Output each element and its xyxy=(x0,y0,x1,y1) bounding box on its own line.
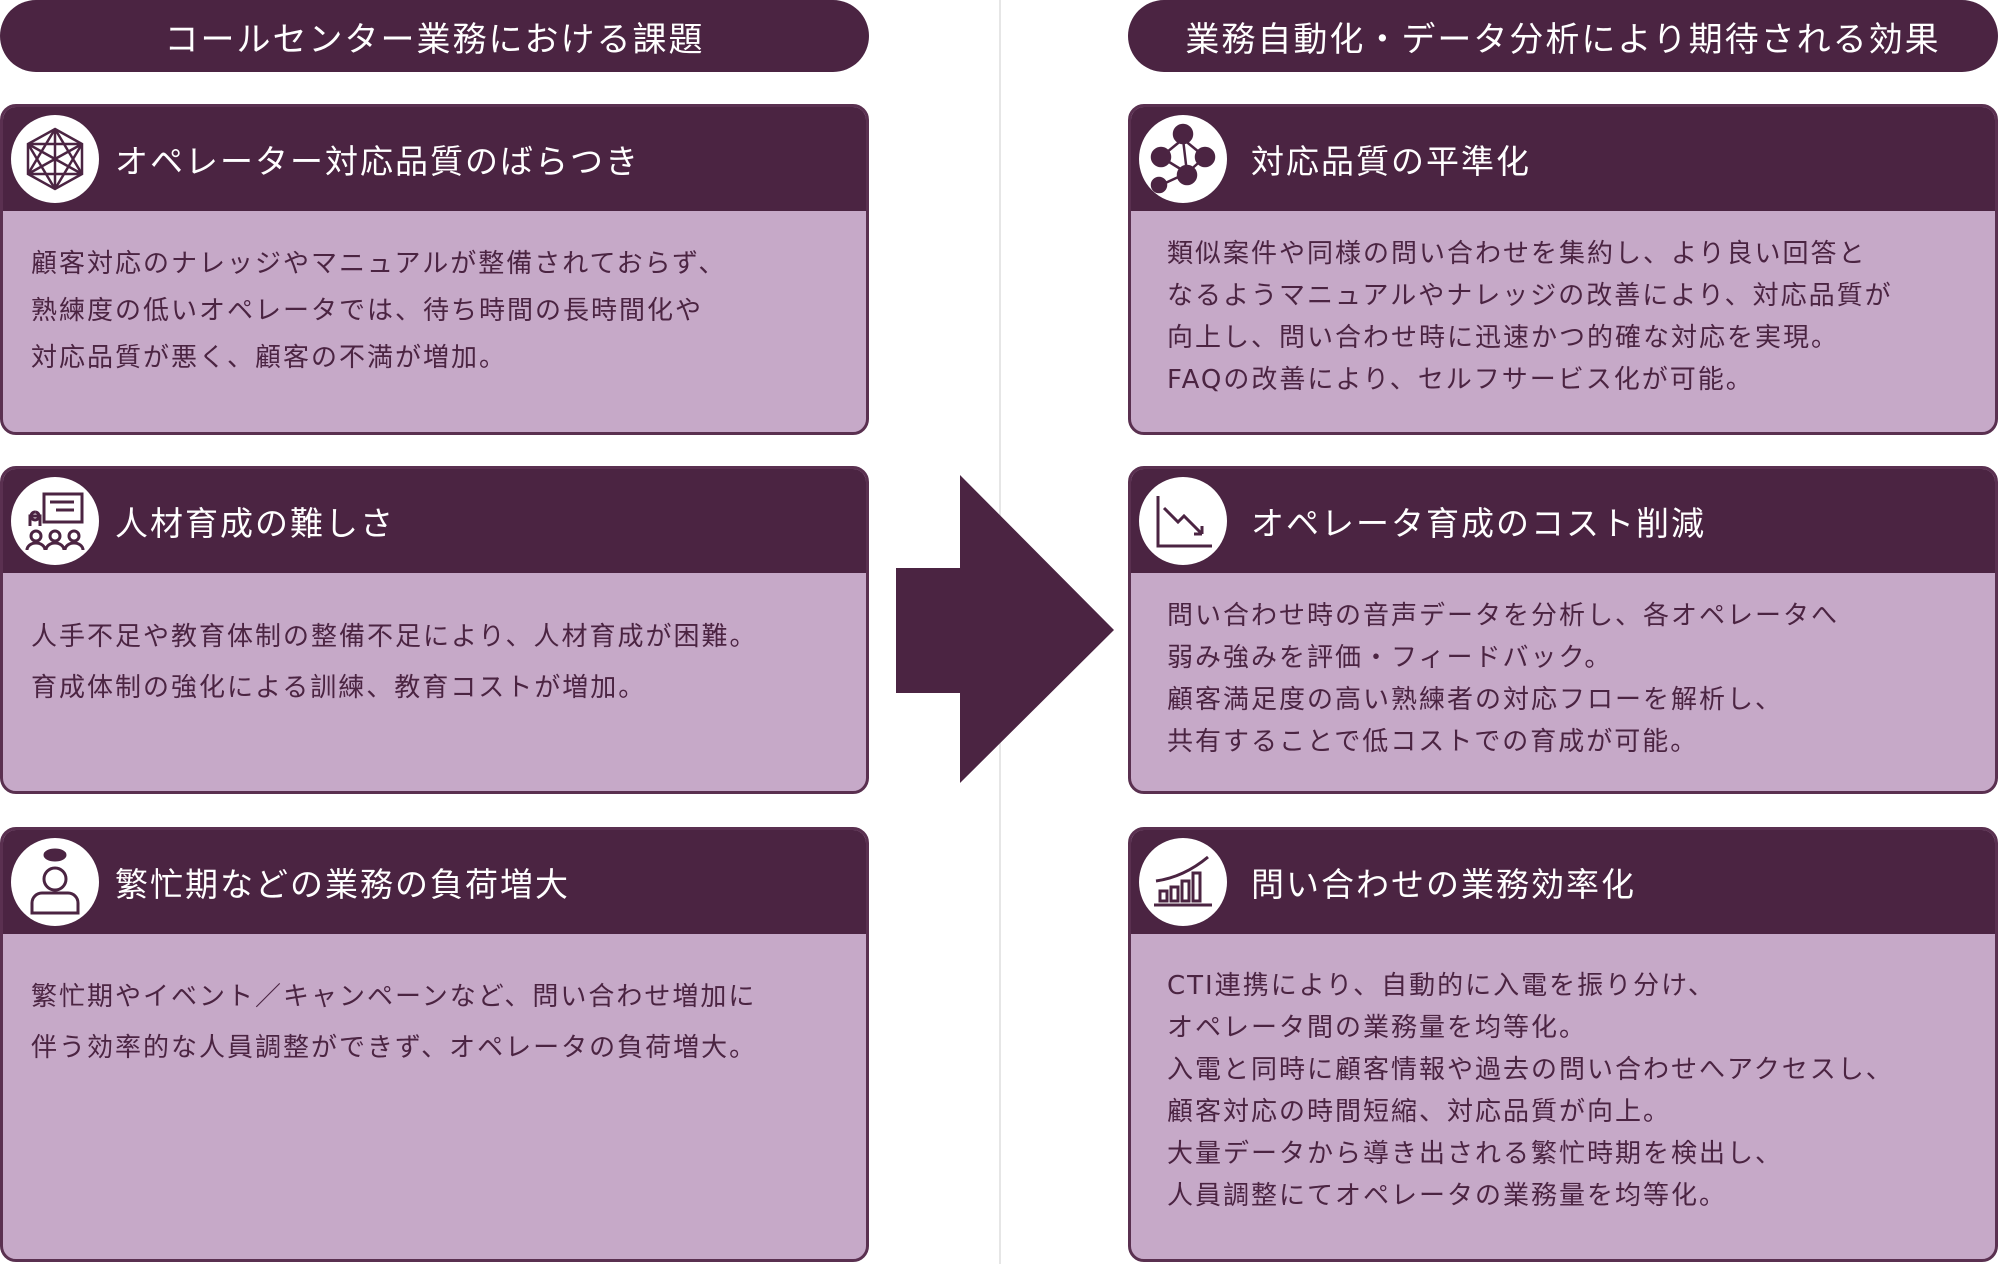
people-network-icon xyxy=(1139,115,1227,203)
card-title: 問い合わせの業務効率化 xyxy=(1251,865,1636,904)
body-line: 共有することで低コストでの育成が可能。 xyxy=(1167,727,1699,757)
body-line: 繁忙期やイベント／キャンペーンなど、問い合わせ増加に xyxy=(31,982,757,1012)
body-line: 向上し、問い合わせ時に迅速かつ的確な対応を実現。 xyxy=(1167,323,1840,353)
effects-header: 業務自動化・データ分析により期待される効果 xyxy=(1128,0,1998,72)
training-icon xyxy=(11,477,99,565)
body-line: 育成体制の強化による訓練、教育コストが増加。 xyxy=(31,673,647,703)
declining-chart-icon xyxy=(1139,477,1227,565)
challenge-card-training: 人材育成の難しさ 人手不足や教育体制の整備不足により、人材育成が困難。 育成体制… xyxy=(0,466,869,794)
body-line: なるようマニュアルやナレッジの改善により、対応品質が xyxy=(1167,281,1893,311)
card-body: 類似案件や同様の問い合わせを集約し、より良い回答と なるようマニュアルやナレッジ… xyxy=(1131,211,1995,401)
body-line: オペレータ間の業務量を均等化。 xyxy=(1167,1013,1588,1043)
body-line: 顧客満足度の高い熟練者の対応フローを解析し、 xyxy=(1167,685,1784,715)
challenges-header: コールセンター業務における課題 xyxy=(0,0,869,72)
network-icon xyxy=(11,115,99,203)
rising-bar-chart-icon xyxy=(1139,838,1227,926)
effect-card-quality: 対応品質の平準化 類似案件や同様の問い合わせを集約し、より良い回答と なるようマ… xyxy=(1128,104,1998,435)
effect-card-training-cost: オペレータ育成のコスト削減 問い合わせ時の音声データを分析し、各オペレータへ 弱… xyxy=(1128,466,1998,794)
body-line: 人手不足や教育体制の整備不足により、人材育成が困難。 xyxy=(31,622,758,652)
challenge-card-workload: 繁忙期などの業務の負荷増大 繁忙期やイベント／キャンペーンなど、問い合わせ増加に… xyxy=(0,827,869,1262)
body-line: CTI連携により、自動的に入電を振り分け、 xyxy=(1167,971,1716,1001)
body-line: 顧客対応のナレッジやマニュアルが整備されておらず、 xyxy=(31,249,727,279)
body-line: FAQの改善により、セルフサービス化が可能。 xyxy=(1167,365,1754,395)
right-arrow-icon xyxy=(896,475,1114,783)
card-title: 繁忙期などの業務の負荷増大 xyxy=(115,865,570,904)
card-title: 対応品質の平準化 xyxy=(1251,142,1531,181)
card-body: 繁忙期やイベント／キャンペーンなど、問い合わせ増加に 伴う効率的な人員調整ができ… xyxy=(3,934,866,1074)
body-line: 伴う効率的な人員調整ができず、オペレータの負荷増大。 xyxy=(31,1033,758,1063)
busy-person-icon xyxy=(11,838,99,926)
body-line: 入電と同時に顧客情報や過去の問い合わせへアクセスし、 xyxy=(1167,1055,1894,1085)
card-title: 人材育成の難しさ xyxy=(115,504,395,543)
card-title: オペレータ育成のコスト削減 xyxy=(1251,504,1706,543)
body-line: 問い合わせ時の音声データを分析し、各オペレータへ xyxy=(1167,601,1840,631)
body-line: 熟練度の低いオペレータでは、待ち時間の長時間化や xyxy=(31,296,704,326)
body-line: 人員調整にてオペレータの業務量を均等化。 xyxy=(1167,1181,1728,1211)
effect-card-efficiency: 問い合わせの業務効率化 CTI連携により、自動的に入電を振り分け、 オペレータ間… xyxy=(1128,827,1998,1262)
body-line: 対応品質が悪く、顧客の不満が増加。 xyxy=(31,343,508,373)
card-body: 問い合わせ時の音声データを分析し、各オペレータへ 弱み強みを評価・フィードバック… xyxy=(1131,573,1995,763)
challenge-card-quality: オペレーター対応品質のばらつき 顧客対応のナレッジやマニュアルが整備されておらず… xyxy=(0,104,869,435)
card-title: オペレーター対応品質のばらつき xyxy=(115,142,640,181)
body-line: 弱み強みを評価・フィードバック。 xyxy=(1167,643,1613,673)
card-body: 人手不足や教育体制の整備不足により、人材育成が困難。 育成体制の強化による訓練、… xyxy=(3,573,866,714)
body-line: 類似案件や同様の問い合わせを集約し、より良い回答と xyxy=(1167,239,1867,269)
card-body: 顧客対応のナレッジやマニュアルが整備されておらず、 熟練度の低いオペレータでは、… xyxy=(3,211,866,382)
body-line: 大量データから導き出される繁忙時期を検出し、 xyxy=(1167,1139,1784,1169)
card-body: CTI連携により、自動的に入電を振り分け、 オペレータ間の業務量を均等化。 入電… xyxy=(1131,934,1995,1217)
body-line: 顧客対応の時間短縮、対応品質が向上。 xyxy=(1167,1097,1672,1127)
